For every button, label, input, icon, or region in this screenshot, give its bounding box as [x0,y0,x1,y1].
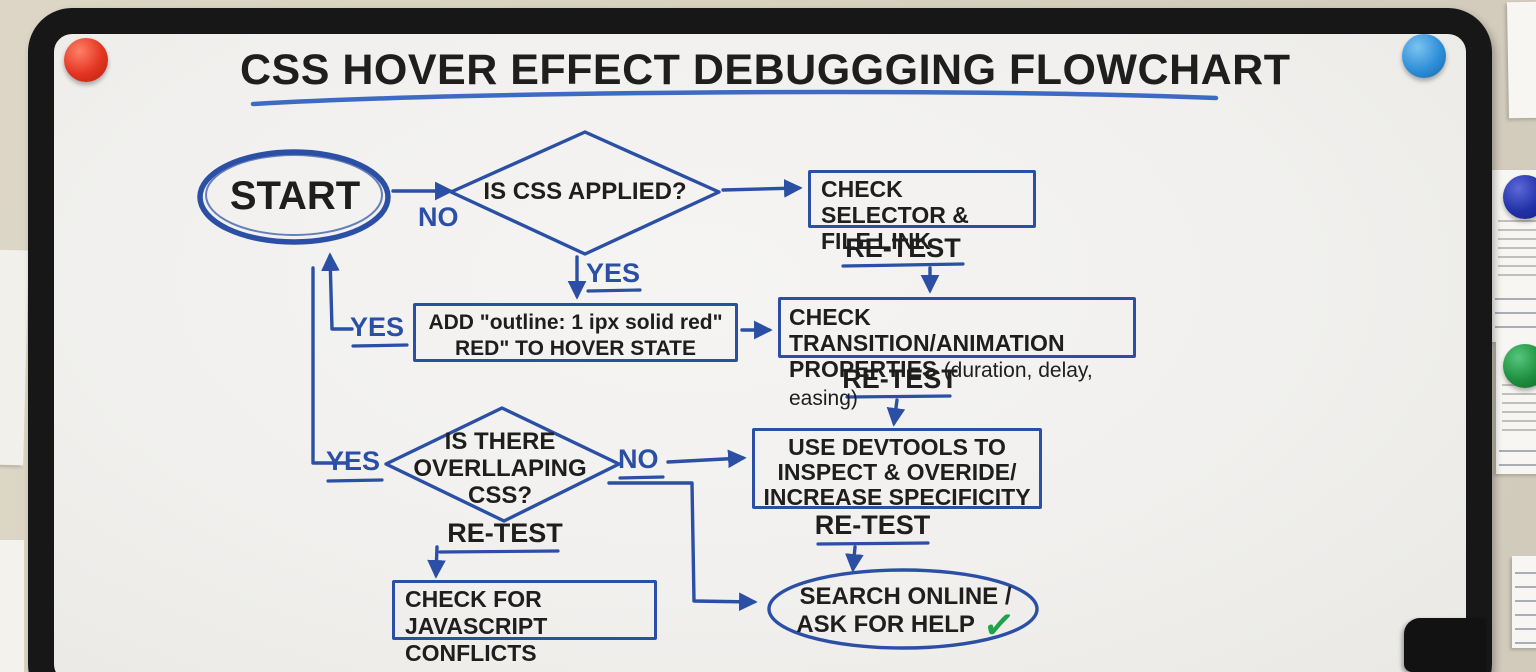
whiteboard [28,8,1492,672]
green-magnet [1503,344,1536,388]
decision-css-applied-label: IS CSS APPLIED? [483,178,687,205]
box-line: CHECK TRANSITION/ANIMATION [789,304,1065,356]
edge-label-yes-overlap-loop: YES [326,446,381,476]
box-line: CONFLICTS [405,640,537,666]
diamond-line: OVERLLAPING [413,455,587,482]
pinned-paper-top-right [1506,1,1536,119]
decision-overlapping-css-label: IS THERE OVERLLAPING CSS? [400,428,600,509]
process-add-outline-box: ADD "outline: 1 ipx solid red" RED" TO H… [413,303,738,362]
oval-line: ASK FOR HELP✓ [788,603,1023,649]
box-line-detail: (duration, delay, easing) [789,359,1093,410]
box-line: INCREASE SPECIFICITY [763,484,1031,510]
process-js-conflicts-box: CHECK FOR JAVASCRIPT CONFLICTS [392,580,657,666]
edge-label-retest-overlap: RE-TEST [447,518,563,548]
blue-magnet [1402,34,1446,78]
flowchart-title: CSS HOVER EFFECT DEBUGGGING FLOWCHART [240,46,1291,94]
edge-label-retest-devtools: RE-TEST [814,510,931,540]
paper-ruled-lines [1515,560,1536,644]
box-line-part: PROPERTIES [789,356,938,382]
check-icon: ✓ [980,603,1017,649]
process-use-devtools-box: USE DEVTOOLS TO INSPECT & OVERIDE/ INCRE… [752,428,1042,510]
diamond-line: IS THERE [444,428,556,455]
box-line: ADD "outline: 1 ipx solid red" [428,311,723,334]
marker-holder [1404,618,1486,672]
box-line: RED" TO HOVER STATE [455,337,696,360]
paper-scribble-text [1498,220,1536,282]
pinned-paper-bottom-left [0,540,24,672]
box-line: USE DEVTOOLS TO [788,434,1006,460]
edge-label-retest-selector: RE-TEST [845,233,961,263]
red-magnet [64,38,108,82]
paper-ruled-lines [1495,286,1536,336]
edge-label-no-overlap: NO [618,444,659,474]
navy-magnet [1503,175,1536,219]
paper-ruled-lines [1499,438,1536,472]
oval-line-part: ASK FOR HELP [796,611,975,638]
box-line: PROPERTIES (duration, delay, easing) [789,356,1133,412]
box-line: CHECK FOR JAVASCRIPT [405,586,548,639]
process-check-transition-box: CHECK TRANSITION/ANIMATION PROPERTIES (d… [778,297,1136,410]
diamond-line: CSS? [467,482,532,509]
pinned-paper-bottom-right [1512,556,1536,648]
box-line: CHECK SELECTOR & [821,176,969,228]
edge-label-yes-outline-loop: YES [350,312,405,342]
pinned-paper-left [0,249,29,466]
paper-scribble-text [1502,384,1536,436]
edge-label-retest-transition: RE-TEST [842,364,958,394]
box-line: INSPECT & OVERIDE/ [777,459,1017,485]
box-line: FILE LINK [821,228,931,254]
start-node-label: START [229,174,361,218]
edge-label-yes-css: YES [586,258,641,288]
search-online-label: SEARCH ONLINE / ASK FOR HELP✓ [788,583,1023,649]
process-check-selector-box: CHECK SELECTOR & FILE LINK [808,170,1036,254]
oval-line: SEARCH ONLINE / [799,583,1012,610]
edge-label-no-start: NO [418,202,459,232]
